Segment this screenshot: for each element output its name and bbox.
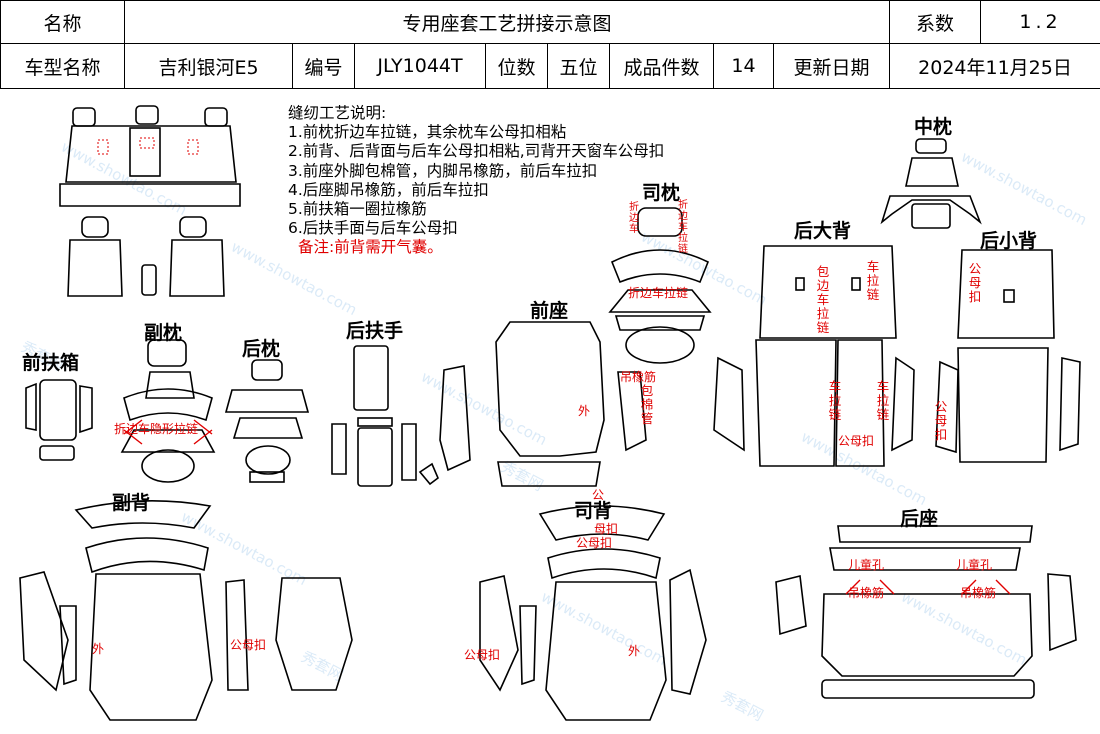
driver-back-pattern bbox=[479, 505, 707, 721]
watermark-text: 秀套网 bbox=[718, 688, 766, 725]
note-item: 2.前背、后背面与后车公母扣相粘,司背开天窗车公母扣 bbox=[288, 142, 665, 161]
note-item: 5.前扶箱一圈拉橡筋 bbox=[288, 200, 427, 219]
label-rear-armrest: 后扶手 bbox=[346, 320, 404, 342]
note-zip: 车拉链 bbox=[876, 379, 890, 422]
watermark-text: www.showtao.com bbox=[58, 138, 190, 220]
note-elastic: 吊橡筋 bbox=[620, 370, 657, 384]
note-item: 6.后扶手面与后车公母扣 bbox=[288, 219, 458, 238]
sewing-notes: 缝纫工艺说明: 1.前枕折边车拉链，其余枕车公母扣相粘 2.前背、后背面与后车公… bbox=[288, 104, 664, 258]
rear-large-back-pattern bbox=[713, 245, 915, 467]
watermark-text: www.showtao.com bbox=[178, 508, 310, 590]
rear-seat-pattern bbox=[775, 525, 1077, 699]
label-front-seat: 前座 bbox=[530, 300, 569, 322]
note-driver-zip-left: 折边车 bbox=[629, 202, 639, 235]
name-label: 名称 bbox=[0, 0, 125, 44]
note-snap: 公母扣 bbox=[230, 638, 267, 652]
note-outer: 外 bbox=[92, 642, 105, 656]
label-front-armrest-box: 前扶箱 bbox=[22, 352, 80, 374]
seats-value: 五位 bbox=[547, 43, 610, 89]
passenger-headrest-pattern bbox=[120, 339, 216, 483]
note-zip: 车拉链 bbox=[866, 259, 880, 302]
model-value: 吉利银河E5 bbox=[124, 43, 293, 89]
watermark-text: www.showtao.com bbox=[538, 588, 670, 670]
coef-label: 系数 bbox=[889, 0, 982, 44]
note-snap: 公母扣 bbox=[968, 261, 982, 304]
watermark-text: www.showtao.com bbox=[418, 368, 550, 450]
note-driver-fold-zip: 折边车拉链 bbox=[628, 286, 689, 300]
date-value: 2024年11月25日 bbox=[889, 43, 1100, 89]
label-rear-small-back: 后小背 bbox=[980, 230, 1038, 252]
front-seat-pattern bbox=[439, 321, 647, 487]
note-edge-zip: 包边车拉链 bbox=[816, 264, 830, 335]
label-passenger-headrest: 副枕 bbox=[144, 322, 183, 344]
note-outer: 外 bbox=[628, 644, 641, 658]
note-child-hole: 儿童孔 bbox=[956, 558, 993, 572]
note-driver-zip-right: 折边车拉链 bbox=[678, 200, 688, 255]
note-elastic: 吊橡筋 bbox=[848, 586, 885, 600]
date-label: 更新日期 bbox=[772, 43, 891, 89]
label-middle-headrest: 中枕 bbox=[914, 116, 953, 138]
rear-small-back-pattern bbox=[935, 249, 1081, 463]
label-rear-large-back: 后大背 bbox=[794, 220, 852, 242]
note-item: 3.前座外脚包棉管，内脚吊橡筋，前后车拉扣 bbox=[288, 161, 598, 180]
code-label: 编号 bbox=[292, 43, 355, 89]
label-passenger-back: 副背 bbox=[112, 492, 151, 514]
watermark-text: 秀套网 bbox=[498, 458, 546, 495]
note-outer: 外 bbox=[578, 404, 591, 418]
label-rear-seat: 后座 bbox=[900, 508, 939, 530]
model-label: 车型名称 bbox=[0, 43, 125, 89]
passenger-back-pattern bbox=[19, 500, 353, 721]
note-zip: 车拉链 bbox=[828, 379, 842, 422]
label-rear-headrest: 后枕 bbox=[242, 338, 281, 360]
rear-headrest-pattern bbox=[224, 359, 310, 483]
note-snap: 公母扣 bbox=[838, 434, 875, 448]
seat-overview bbox=[59, 105, 241, 297]
coef-value: 1.2 bbox=[980, 0, 1100, 44]
driver-headrest-pattern bbox=[608, 207, 712, 364]
note-hidden-zip: 折边车隐形拉链 bbox=[114, 422, 199, 436]
pieces-value: 14 bbox=[713, 43, 774, 89]
note-item: 4.后座脚吊橡筋，前后车拉扣 bbox=[288, 180, 489, 199]
notes-remark: 备注:前背需开气囊。 bbox=[298, 238, 443, 257]
note-child-hole: 儿童孔 bbox=[848, 558, 885, 572]
note-elastic: 吊橡筋 bbox=[960, 586, 997, 600]
note-snap: 公母扣 bbox=[934, 399, 948, 442]
note-female-snap: 母扣 bbox=[594, 522, 619, 536]
code-value: JLY1044T bbox=[354, 43, 486, 89]
middle-headrest-pattern bbox=[880, 138, 982, 229]
rear-armrest-pattern bbox=[331, 345, 439, 487]
pieces-label: 成品件数 bbox=[609, 43, 714, 89]
note-foam-tube: 包棉管 bbox=[640, 383, 654, 426]
seats-label: 位数 bbox=[485, 43, 548, 89]
header-table: 名称 专用座套工艺拼接示意图 系数 1.2 车型名称 吉利银河E5 编号 JLY… bbox=[0, 0, 1100, 89]
note-snap: 公母扣 bbox=[464, 648, 501, 662]
front-armrest-box-pattern bbox=[25, 379, 93, 461]
note-male: 公 bbox=[592, 488, 605, 502]
label-driver-back: 司背 bbox=[574, 500, 613, 522]
notes-title: 缝纫工艺说明: bbox=[288, 104, 387, 122]
note-snap: 公母扣 bbox=[576, 536, 613, 550]
pattern-drawing: www.showtao.com www.showtao.com www.show… bbox=[18, 105, 1090, 725]
note-item: 1.前枕折边车拉链，其余枕车公母扣相粘 bbox=[288, 123, 567, 142]
document-title: 专用座套工艺拼接示意图 bbox=[123, 0, 891, 44]
label-driver-headrest: 司枕 bbox=[642, 182, 681, 204]
